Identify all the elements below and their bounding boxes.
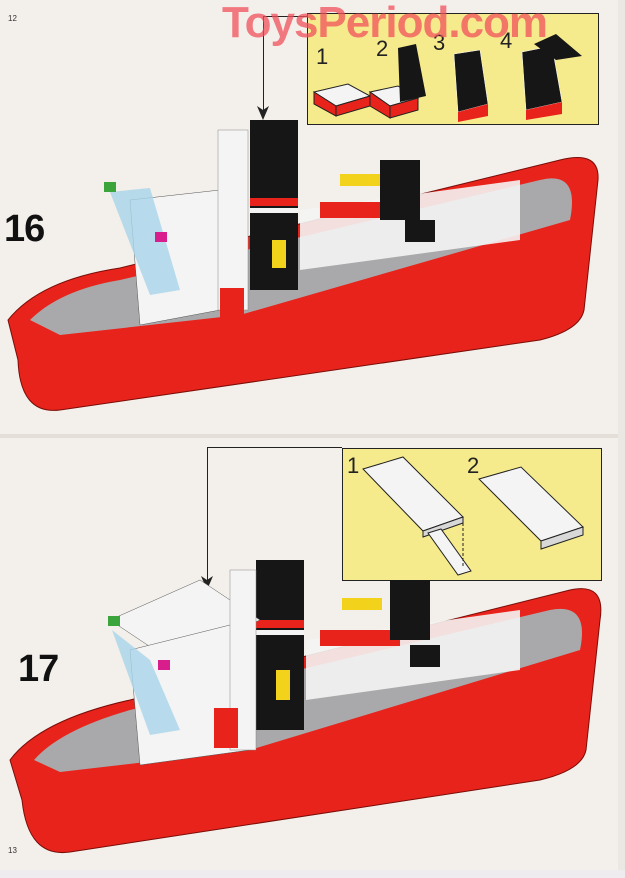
arrow-line	[207, 447, 342, 448]
arrow-down-icon	[201, 576, 213, 590]
substep-label: 3	[433, 30, 446, 55]
substep-label: 1	[316, 44, 329, 69]
substep-label: 4	[500, 28, 513, 53]
substep-inset: 1 2 3 4	[307, 13, 599, 125]
page-edge	[618, 0, 625, 878]
substep-label: 2	[376, 36, 389, 61]
boat-illustration-step-17	[9, 560, 602, 854]
page-fold	[0, 434, 618, 438]
page-number: 13	[8, 846, 17, 855]
plate-substeps-illustration	[362, 456, 584, 576]
step-number: 17	[18, 648, 59, 690]
bottom-strip	[0, 870, 625, 878]
arrow-down-icon	[257, 106, 269, 120]
substep-inset: 1 2	[342, 448, 602, 581]
page-number: 12	[8, 14, 17, 23]
arrow-line	[263, 16, 264, 112]
substep-label: 1	[347, 453, 360, 478]
boat-illustration-step-16	[7, 120, 599, 411]
step-number: 16	[4, 208, 45, 250]
substep-label: 2	[467, 453, 480, 478]
brick-substeps-illustration	[312, 34, 582, 122]
arrow-line	[207, 447, 208, 582]
watermark: ToysPeriod.com	[222, 0, 548, 47]
arrow-line	[263, 16, 307, 17]
